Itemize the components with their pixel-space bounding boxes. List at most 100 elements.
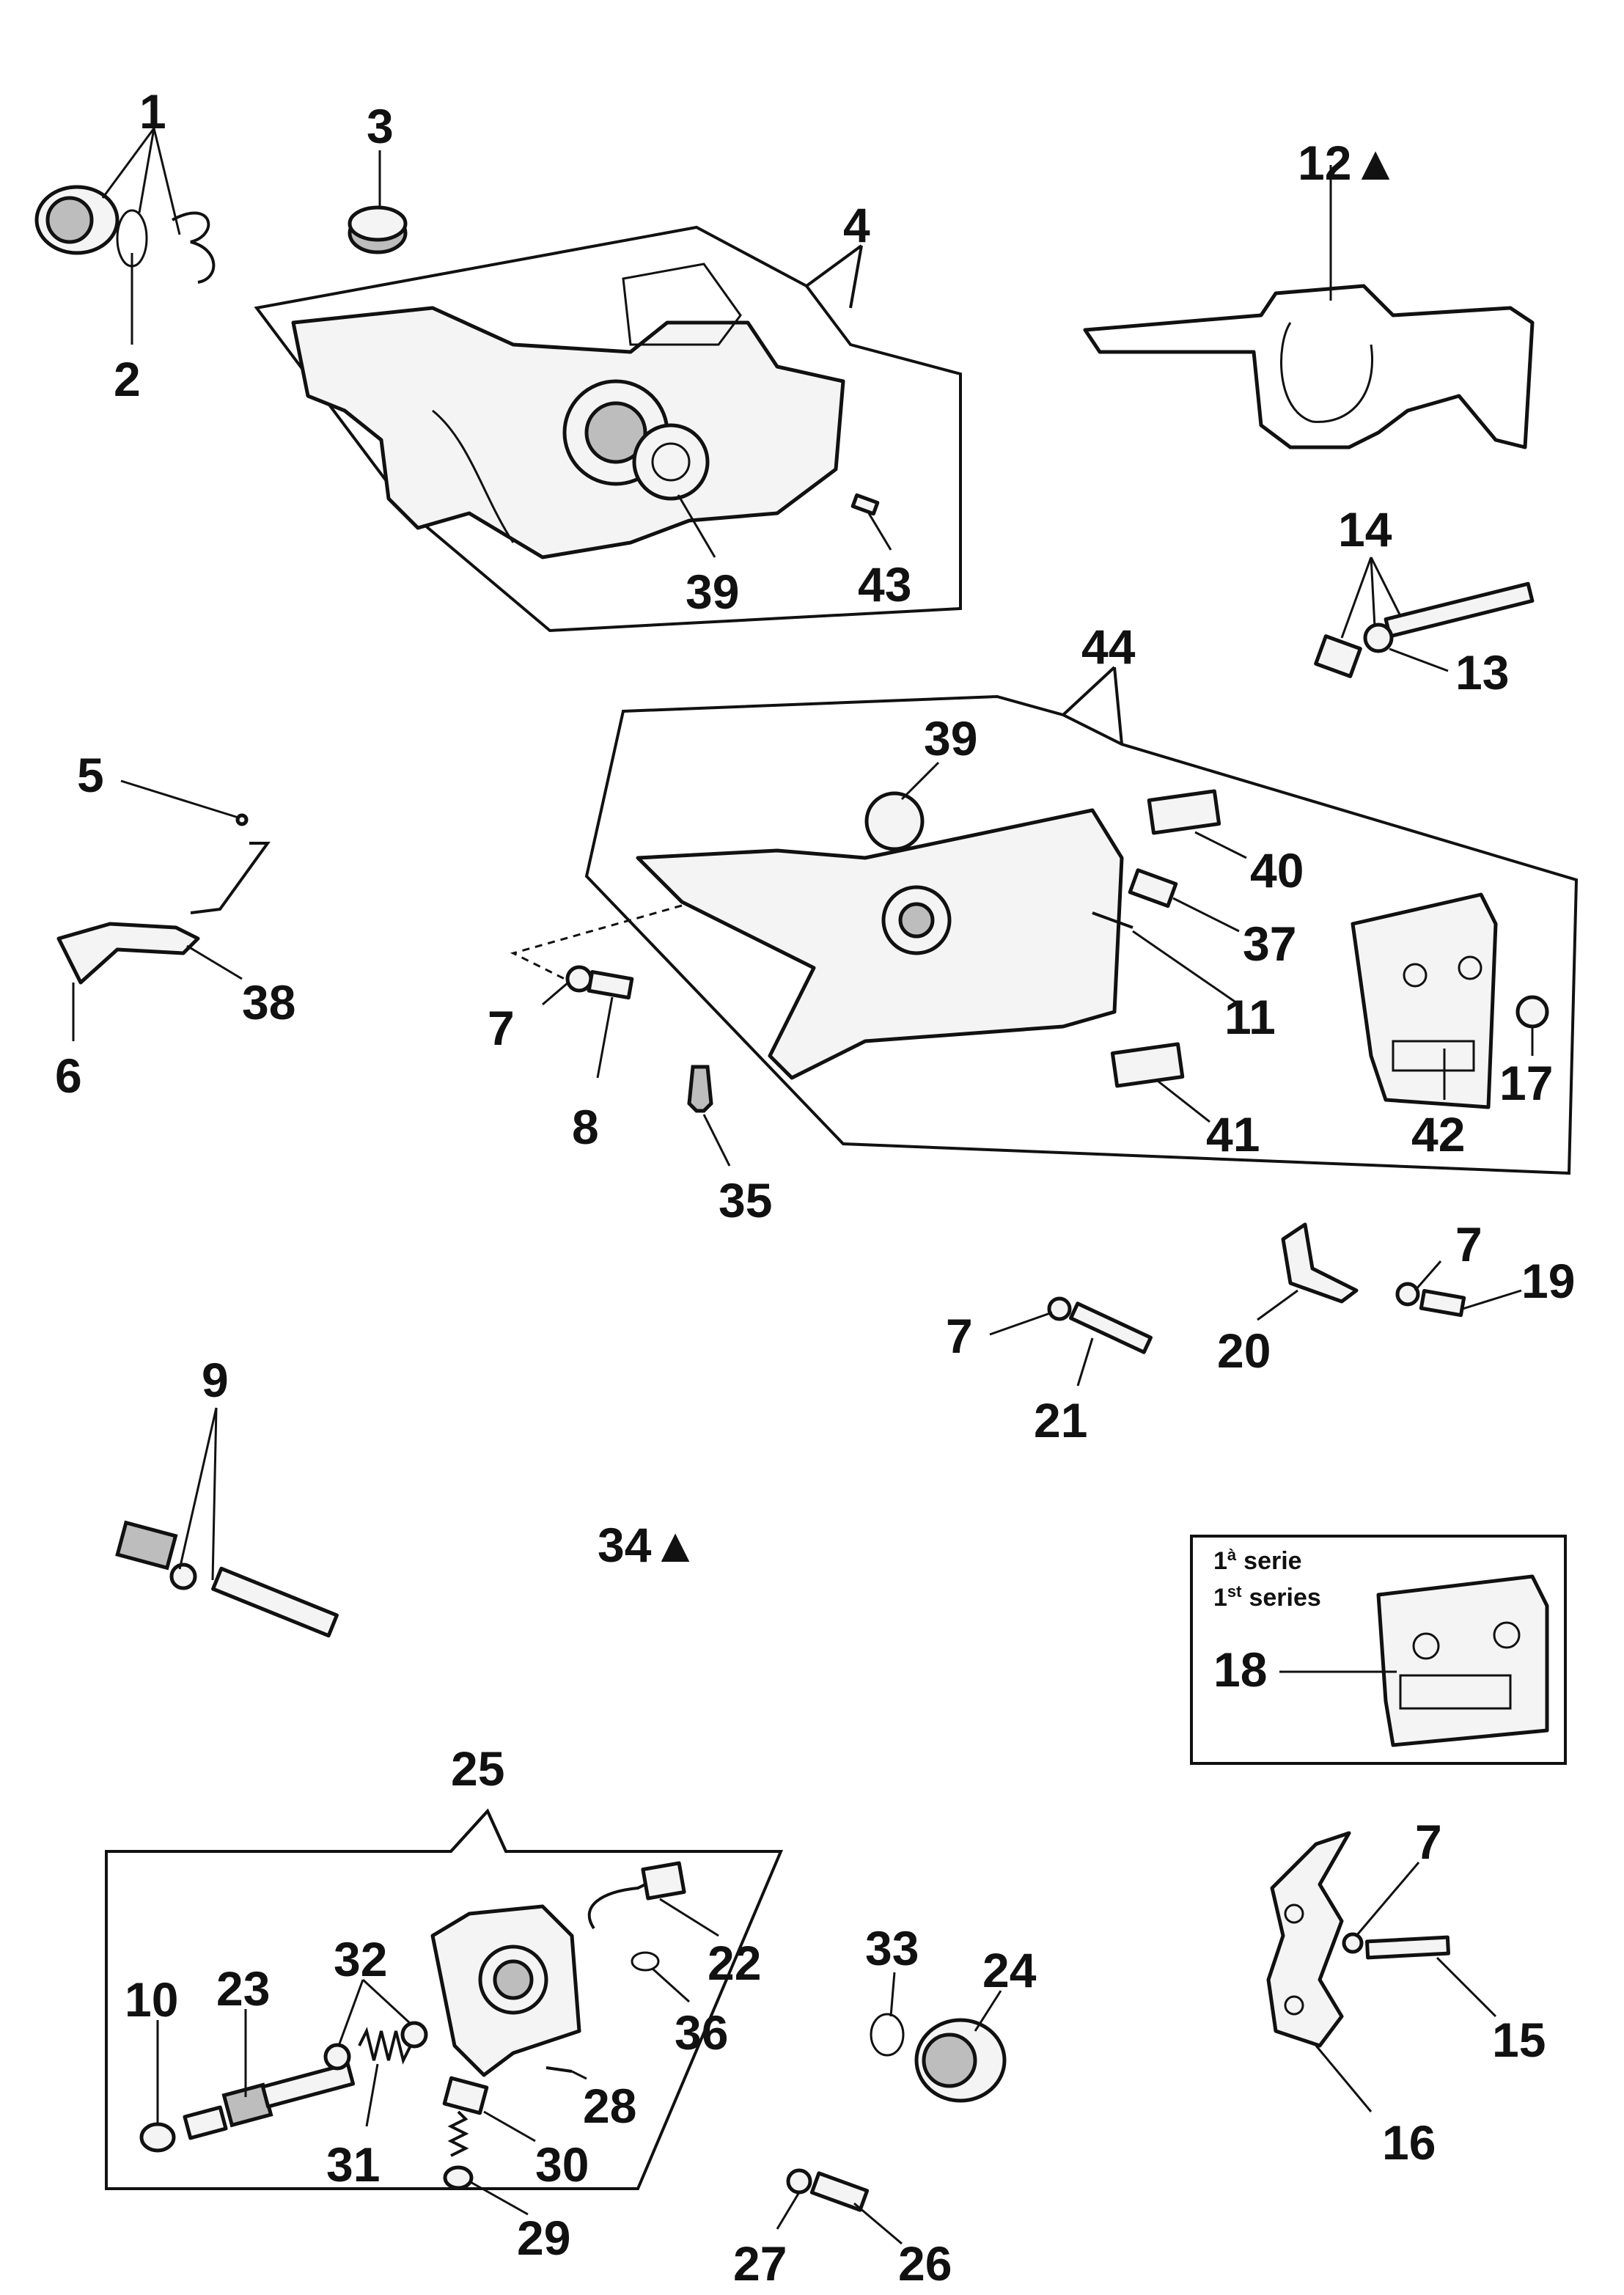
washer-27 (786, 2168, 812, 2195)
label-5: 5 (77, 748, 104, 802)
label-41: 41 (1206, 1107, 1260, 1161)
throttle-linkage (56, 779, 271, 1041)
retaining-clip (172, 211, 216, 284)
label-37: 37 (1243, 917, 1296, 971)
screw-29 (443, 2165, 474, 2190)
label-2: 2 (114, 352, 141, 406)
inset-line1-num: 1 (1213, 1547, 1227, 1575)
label-23: 23 (216, 1961, 270, 2016)
inset-line1-sup: à (1227, 1546, 1237, 1564)
label-19: 19 (1521, 1254, 1575, 1308)
chain-catcher (1266, 1831, 1497, 2112)
grommet-3 (348, 150, 408, 254)
label-8: 8 (572, 1100, 599, 1154)
group-44-crankcase (510, 666, 1579, 1175)
throttle-trigger-6 (56, 922, 200, 985)
plate-40 (1147, 789, 1221, 835)
chain-catcher-16 (1266, 1831, 1351, 2048)
label-9: 9 (202, 1353, 229, 1407)
bearing-39 (632, 423, 710, 501)
pin-28 (545, 2066, 573, 2073)
bar-bolt-13-14 (1314, 557, 1535, 678)
label-17: 17 (1499, 1056, 1553, 1110)
label-39b: 39 (924, 711, 977, 765)
o-ring-33 (870, 2013, 905, 2057)
bracket-20 (1281, 1222, 1359, 1304)
label-40: 40 (1250, 843, 1304, 897)
label-20: 20 (1217, 1323, 1271, 1378)
group-4-crankcase (254, 225, 962, 633)
oil-filter-9 (115, 1407, 339, 1638)
label-16: 16 (1382, 2115, 1436, 2170)
sleeve-37 (1128, 868, 1178, 908)
label-31: 31 (326, 2137, 380, 2192)
screw-21 (1069, 1301, 1153, 1354)
label-42: 42 (1411, 1107, 1465, 1161)
screw-15 (1364, 1935, 1451, 1960)
label-21: 21 (1034, 1393, 1087, 1447)
label-7d: 7 (1415, 1815, 1442, 1869)
label-25: 25 (451, 1741, 504, 1796)
inset-line2-sup: st (1227, 1582, 1242, 1601)
label-27: 27 (733, 2236, 787, 2291)
label-15: 15 (1492, 2013, 1546, 2067)
screw-26 (809, 2171, 870, 2212)
hose-22 (587, 1876, 661, 1930)
label-11: 11 (1224, 990, 1276, 1044)
label-36: 36 (675, 2005, 728, 2060)
label-38: 38 (242, 975, 295, 1029)
oil-filter (115, 1520, 178, 1571)
label-12: 12▲ (1298, 136, 1400, 190)
valve-35 (687, 1065, 713, 1113)
label-7a: 7 (488, 1001, 515, 1055)
nut-30 (442, 2076, 489, 2115)
inset-line2-word: series (1249, 1584, 1320, 1612)
label-3: 3 (367, 99, 394, 153)
fuel-cap-assembly (34, 128, 216, 345)
throttle-rod-38 (190, 842, 271, 914)
washer-32-b (400, 2021, 428, 2049)
label-18: 18 (1213, 1642, 1267, 1697)
label-7c: 7 (946, 1309, 973, 1363)
oil-cap-24-33 (870, 1972, 1007, 2103)
label-1: 1 (139, 84, 166, 139)
label-44: 44 (1081, 620, 1136, 674)
pump-shaft (260, 2062, 356, 2109)
label-29: 29 (517, 2211, 570, 2265)
clip-36 (631, 1951, 660, 1972)
label-7b: 7 (1455, 1217, 1482, 1271)
dowel-pin-43 (850, 493, 880, 516)
label-14: 14 (1338, 502, 1392, 557)
inset-line1-word: serie (1243, 1547, 1301, 1575)
label-22: 22 (708, 1936, 761, 1990)
label-28: 28 (583, 2079, 636, 2133)
spring-31 (358, 2027, 412, 2065)
label-43: 43 (858, 557, 911, 612)
label-35: 35 (719, 1173, 772, 1227)
label-13: 13 (1455, 645, 1509, 699)
label-24: 24 (982, 1943, 1037, 1997)
screw-7-8-and-valve-35 (542, 965, 731, 1167)
crankcase-44 (636, 808, 1124, 1080)
callout-labels: 1 2 3 4 39 43 12▲ 14 13 44 39 40 37 11 1… (55, 84, 1575, 2291)
label-10: 10 (125, 1972, 178, 2027)
label-39a: 39 (686, 565, 739, 619)
label-4: 4 (843, 198, 870, 252)
inset-frame (1190, 1535, 1567, 1765)
screw-8 (587, 970, 634, 1000)
chain-guard-18 (1376, 1574, 1549, 1747)
plate-41 (1110, 1042, 1185, 1088)
group-25-oil-pump (105, 1808, 784, 2216)
label-32: 32 (334, 1932, 387, 1986)
label-30: 30 (535, 2137, 589, 2192)
label-26: 26 (898, 2236, 952, 2291)
bearing-39-b (864, 791, 925, 851)
label-6: 6 (55, 1049, 82, 1103)
label-33: 33 (865, 1921, 919, 1975)
group-44-outline (584, 694, 1579, 1175)
bracket-and-screws (989, 1222, 1522, 1387)
